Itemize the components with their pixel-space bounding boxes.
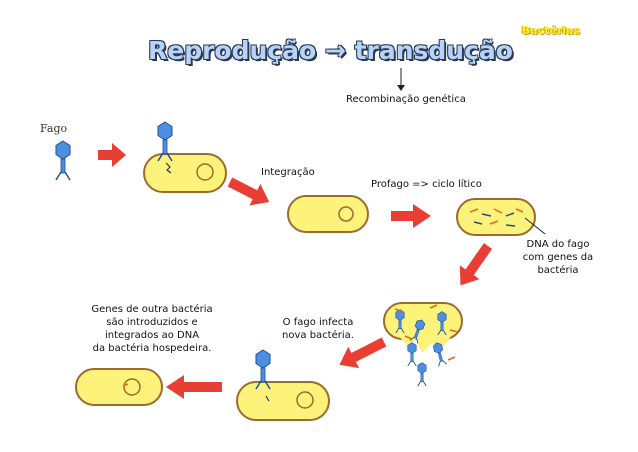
- title-topic: transdução: [354, 36, 513, 65]
- bacterial-dna-ring-1: [196, 163, 214, 181]
- bacterial-dna-ring-5: [296, 391, 314, 409]
- label-dna-fago: DNA do fago com genes da bactéria: [510, 238, 606, 277]
- label-line: O fago infecta: [282, 317, 354, 328]
- label-line: DNA do fago: [526, 239, 590, 250]
- label-line: bactéria: [537, 265, 579, 276]
- title-arrow: →: [324, 36, 346, 65]
- bacterium-cell-6: [75, 368, 163, 406]
- cell-burst-fragment: [398, 335, 452, 353]
- label-line: Genes de outra bactéria: [91, 304, 213, 315]
- bacterial-dna-ring-2: [338, 206, 354, 222]
- injected-gene-icon: [265, 395, 270, 402]
- label-line: são introduzidos e: [106, 317, 198, 328]
- bacterial-dna-ring-6: [123, 378, 141, 396]
- dna-label-pointer: [524, 217, 546, 235]
- bacterium-cell-1: [143, 153, 227, 193]
- dna-fragments-icon: [469, 208, 524, 227]
- label-fago: Fago: [40, 122, 68, 135]
- arrow-step-6: [166, 375, 222, 399]
- integrated-gene-icon: [122, 383, 129, 387]
- label-line: com genes da: [522, 252, 594, 263]
- arrow-step-4: [459, 243, 493, 286]
- label-fago-infecta: O fago infecta nova bactéria.: [268, 316, 368, 342]
- bacterium-cell-3: [456, 198, 536, 236]
- label-genes-outra: Genes de outra bactéria são introduzidos…: [72, 303, 232, 355]
- injected-dna-icon: [165, 162, 172, 174]
- phage-icon-fago: [55, 140, 71, 181]
- label-line: da bactéria hospedeira.: [92, 343, 212, 354]
- label-profago: Profago => ciclo lítico: [371, 179, 482, 190]
- label-integracao: Integração: [261, 167, 315, 178]
- arrow-step-2: [227, 177, 270, 206]
- page-title: Reprodução → transdução: [148, 36, 513, 65]
- arrow-step-1: [98, 143, 126, 167]
- corner-label: Bactérias: [521, 24, 580, 37]
- new-phage-dna-fragments-icon: [394, 304, 459, 361]
- bacterium-cell-5: [236, 381, 330, 421]
- bacterium-cell-2: [287, 195, 369, 233]
- label-line: integrados ao DNA: [104, 330, 200, 341]
- subtitle-recombinacao: Recombinação genética: [346, 94, 466, 105]
- arrow-step-3: [391, 204, 431, 228]
- arrow-step-5: [339, 337, 387, 369]
- label-line: nova bactéria.: [282, 330, 354, 341]
- title-main: Reprodução: [148, 36, 317, 65]
- subtitle-pointer-head: [397, 85, 405, 91]
